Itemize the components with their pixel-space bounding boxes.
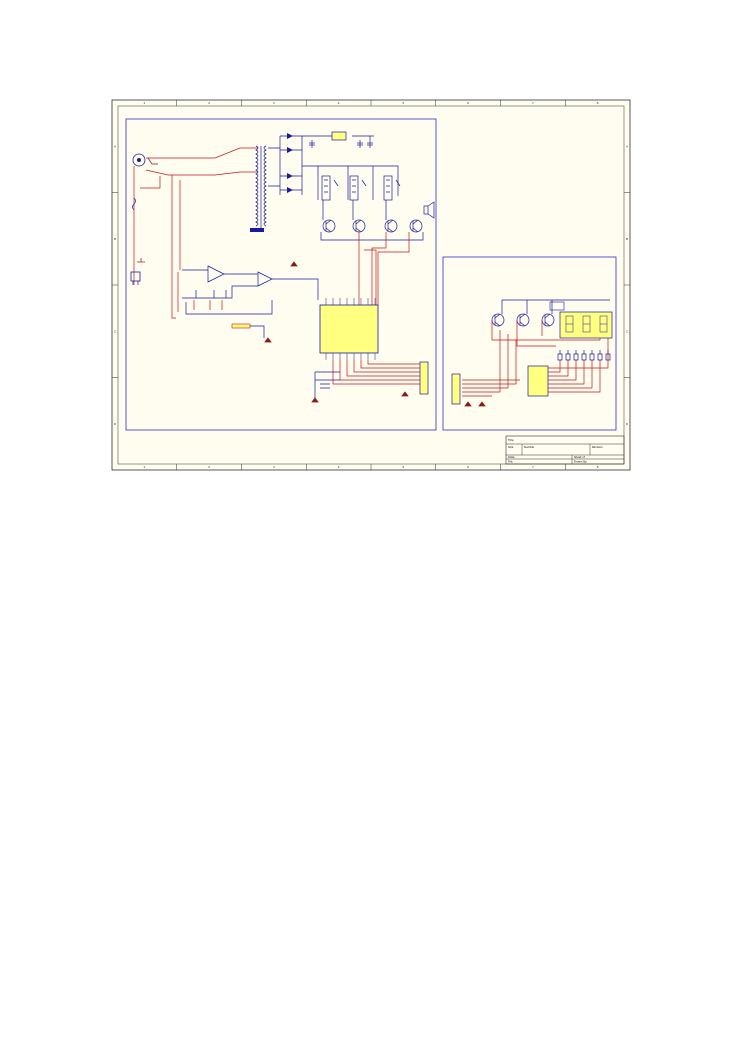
date-label: Date: xyxy=(508,455,515,459)
transistor-icon xyxy=(322,219,423,233)
zone-column-label: 6 xyxy=(467,465,469,469)
zone-column-label: 5 xyxy=(402,101,404,105)
microcontroller-ic xyxy=(319,304,379,354)
transformer xyxy=(255,145,267,228)
ground-symbol-mains xyxy=(137,258,145,263)
file-label: File: xyxy=(508,460,513,464)
voltage-regulator xyxy=(331,131,347,141)
fuse xyxy=(132,197,136,211)
mains-plug xyxy=(130,271,141,285)
microcontroller-pins xyxy=(325,298,376,360)
driver-wires xyxy=(320,200,424,241)
zone-row-label: B xyxy=(114,237,116,241)
zone-column-label: 6 xyxy=(467,101,469,105)
display-connector xyxy=(451,373,461,405)
zone-row-label: A xyxy=(626,144,629,148)
seven-segment-display-icon xyxy=(559,311,613,339)
zone-column-label: 7 xyxy=(532,465,534,469)
drawn-label: Drawn By: xyxy=(574,460,587,464)
capacitor-bank xyxy=(309,136,373,148)
ground-icon xyxy=(264,261,486,407)
zone-column-label: 3 xyxy=(273,101,275,105)
zone-column-label: 2 xyxy=(208,465,210,469)
driver-signal-wires xyxy=(358,232,410,305)
display-resistors xyxy=(557,350,611,361)
op-amp-stage xyxy=(182,265,319,315)
reset-circuit xyxy=(231,323,265,338)
sheet-frame-outer xyxy=(111,99,631,471)
zone-column-label: 7 xyxy=(532,101,534,105)
zone-column-label: 8 xyxy=(597,465,599,469)
zone-column-label: 3 xyxy=(273,465,275,469)
microcontroller-bus xyxy=(332,360,420,385)
display-region xyxy=(442,256,617,431)
zone-column-label: 4 xyxy=(338,101,340,105)
zone-column-label: 1 xyxy=(143,101,145,105)
display-transistors xyxy=(491,299,610,327)
display-wires xyxy=(462,320,609,397)
diode-icon xyxy=(287,133,293,193)
revision-label: Revision xyxy=(592,445,603,449)
zone-row-label: A xyxy=(114,144,117,148)
transformer-label xyxy=(250,228,264,232)
display-supply-box xyxy=(549,301,565,311)
relay-icon xyxy=(321,175,401,201)
number-label: Number xyxy=(524,445,535,449)
programming-header xyxy=(419,361,429,395)
zone-column-label: 5 xyxy=(402,465,404,469)
zone-column-label: 8 xyxy=(597,101,599,105)
display-driver-ic xyxy=(527,365,549,397)
zone-row-label: D xyxy=(114,422,117,426)
title-block: Title Size Number Revision Date: File: S… xyxy=(505,435,625,465)
op-amp-red-wires xyxy=(177,272,223,312)
power-supply-region xyxy=(125,118,437,431)
title-label: Title xyxy=(508,438,514,442)
crystal-circuit xyxy=(314,371,340,398)
zone-row-label: B xyxy=(626,237,628,241)
zone-column-label: 1 xyxy=(143,465,145,469)
power-rail-wires xyxy=(302,135,399,200)
zone-row-label: C xyxy=(626,329,628,333)
zone-row-label: C xyxy=(114,329,116,333)
zone-column-label: 4 xyxy=(338,465,340,469)
speaker-icon xyxy=(423,201,435,219)
mains-socket xyxy=(132,153,158,167)
mains-input-circuit xyxy=(133,147,258,319)
zone-column-label: 2 xyxy=(208,101,210,105)
zone-row-label: D xyxy=(626,422,629,426)
size-label: Size xyxy=(508,445,514,449)
sheet-label: Sheet of xyxy=(574,455,585,459)
